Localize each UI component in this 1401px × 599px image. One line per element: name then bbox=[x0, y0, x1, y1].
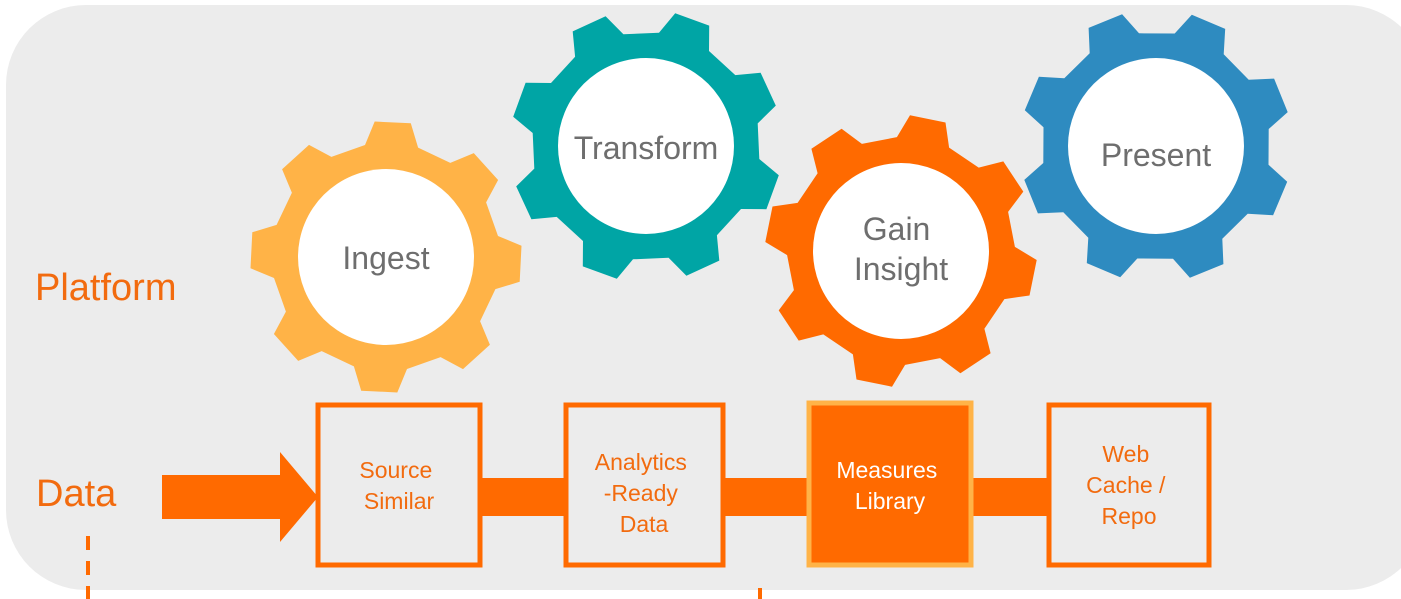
box-source: Source Similar bbox=[315, 402, 483, 568]
transform-gear: Transform bbox=[513, 13, 779, 279]
box-measures-label: Measures Library bbox=[836, 457, 943, 514]
platform-label: Platform bbox=[35, 267, 176, 309]
data-input-arrow bbox=[162, 452, 318, 542]
ingest-gear-center bbox=[298, 169, 474, 345]
connectors bbox=[480, 478, 1049, 516]
box-measures-frame bbox=[806, 400, 974, 568]
transform-gear-label: Transform bbox=[574, 130, 719, 166]
box-measures: Measures Library bbox=[806, 400, 974, 568]
present-gear-center bbox=[1068, 58, 1244, 234]
box-webcache-label: Web Cache / Repo bbox=[1086, 441, 1172, 529]
box-source-label: Source Similar bbox=[359, 457, 438, 514]
connector-source-analytics bbox=[480, 478, 566, 516]
present-gear-label: Present bbox=[1101, 137, 1211, 173]
box-webcache: Web Cache / Repo bbox=[1046, 402, 1212, 568]
box-source-frame bbox=[315, 402, 483, 568]
insight-gear-label: Gain Insight bbox=[854, 211, 948, 287]
data-label: Data bbox=[36, 473, 117, 515]
ingest-gear-label: Ingest bbox=[342, 240, 429, 276]
box-webcache-frame bbox=[1046, 402, 1212, 568]
box-analytics-label: Analytics -Ready Data bbox=[595, 449, 693, 537]
insight-gear-center bbox=[813, 163, 989, 339]
transform-gear-center bbox=[558, 58, 734, 234]
insight-gear: Gain Insight bbox=[765, 115, 1037, 387]
ingest-gear: Ingest bbox=[250, 121, 522, 393]
present-gear: Present bbox=[1024, 14, 1288, 278]
box-analytics-frame bbox=[563, 402, 726, 568]
connector-analytics-measures bbox=[723, 478, 809, 516]
box-analytics: Analytics -Ready Data bbox=[563, 402, 726, 568]
connector-measures-webcache bbox=[971, 478, 1049, 516]
